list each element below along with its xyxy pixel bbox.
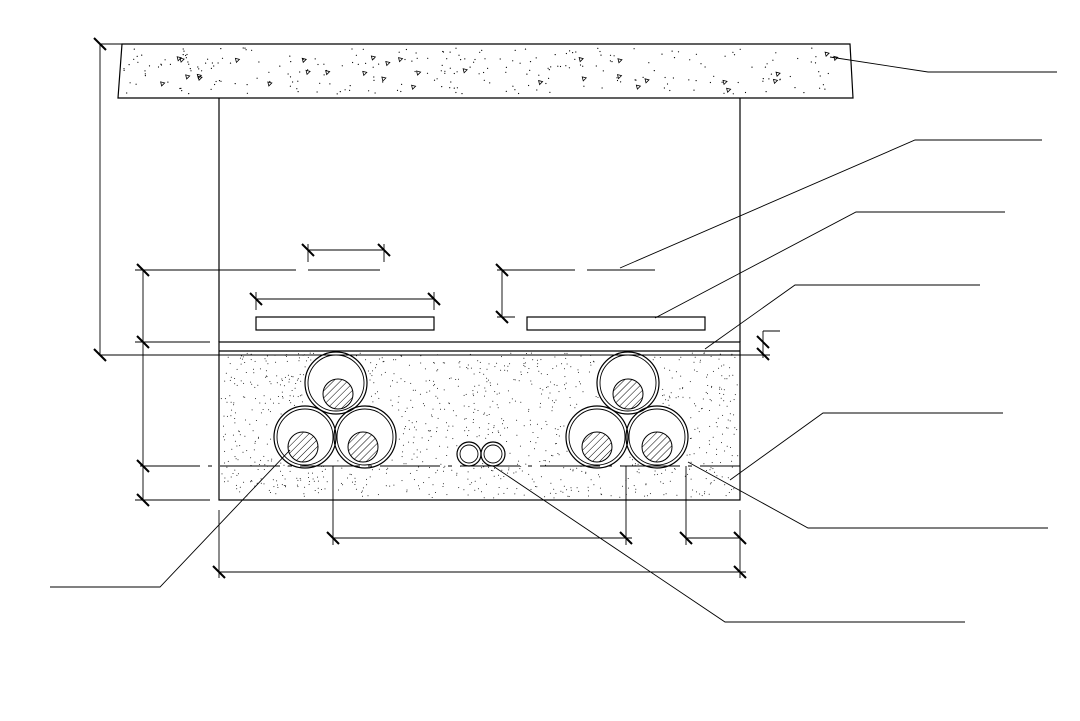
cable-group-left — [273, 351, 397, 469]
sand-bed — [218, 341, 741, 501]
cable — [596, 351, 660, 415]
cable — [565, 405, 629, 469]
cable — [333, 405, 397, 469]
cable-tray-right — [526, 316, 706, 331]
cover-slab — [117, 43, 854, 99]
cable — [273, 405, 337, 469]
cable — [625, 405, 689, 469]
small-ducts — [456, 441, 506, 467]
slab-concrete-texture — [123, 47, 839, 95]
dimension-lines — [93, 37, 780, 579]
cable-tray-left — [255, 316, 435, 331]
cable-group-right — [565, 351, 689, 469]
leader-lines — [50, 56, 1057, 623]
sand-texture — [220, 352, 739, 499]
cable — [304, 351, 368, 415]
